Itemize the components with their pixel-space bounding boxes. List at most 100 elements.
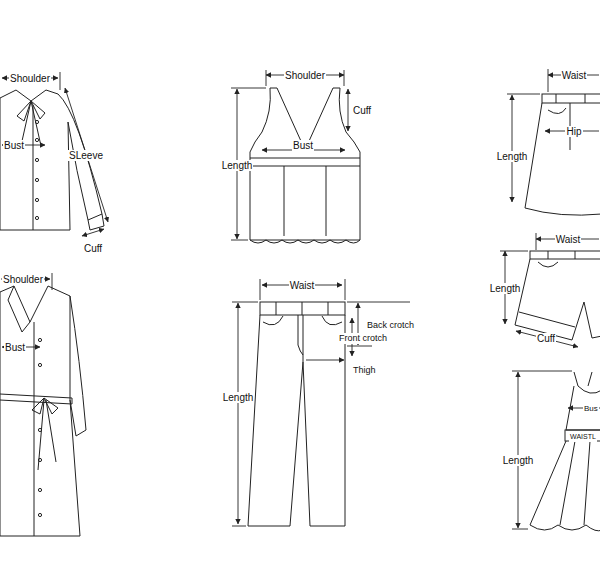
shorts-dimension-lines <box>500 251 528 252</box>
dimension-label: Thigh <box>352 365 377 376</box>
shirt-drawing <box>0 90 104 230</box>
shorts-drawing <box>515 259 600 340</box>
shirt-drawing <box>35 158 38 161</box>
skirt-drawing <box>556 94 557 103</box>
tank-top-drawing <box>250 88 360 240</box>
shirt-dimension-lines <box>82 229 104 236</box>
shorts-drawing <box>538 262 558 267</box>
dress-dimension-lines <box>512 371 572 372</box>
dress-dimension-lines <box>512 371 600 529</box>
skirt-drawing <box>548 108 566 114</box>
coat-drawing <box>70 296 86 436</box>
tank-top-drawing <box>284 166 285 236</box>
pants-dimension-lines <box>260 279 261 300</box>
pants-drawing <box>328 302 329 315</box>
dimension-label: Bust <box>292 140 314 151</box>
dimension-label: Shoulder <box>284 70 326 81</box>
shirt-dimension-lines <box>65 88 108 222</box>
coat-drawing <box>8 286 48 332</box>
dimension-label: Length <box>222 392 255 403</box>
skirt-drawing <box>525 94 600 215</box>
tank-top-drawing <box>250 166 360 167</box>
dimension-label: Waist <box>289 280 316 291</box>
dress-drawing <box>560 441 590 525</box>
dress-drawing <box>530 441 600 531</box>
dimension-label: Length <box>502 455 535 466</box>
pants-drawing <box>276 302 277 315</box>
shorts-dimension-lines <box>536 233 537 250</box>
dimension-label: Waist <box>555 234 582 245</box>
dimension-label: Cuff <box>83 243 103 254</box>
dimension-label: Length <box>489 283 522 294</box>
skirt-dimension-lines <box>507 69 599 202</box>
shorts-drawing <box>530 251 600 259</box>
pants-drawing <box>298 315 303 362</box>
pants-drawing <box>248 315 345 526</box>
pants-drawing <box>302 302 303 315</box>
skirt-dimension-lines <box>507 94 540 95</box>
coat-drawing <box>0 394 72 404</box>
dimension-label: SLeeve <box>68 150 104 161</box>
coat-drawing <box>0 286 86 536</box>
shirt-drawing <box>16 90 58 101</box>
shirt-drawing <box>88 214 104 230</box>
pants-dimension-lines <box>347 346 372 347</box>
pants-dimension-lines <box>232 526 246 527</box>
shorts-drawing <box>548 251 549 259</box>
dimension-label: Bust <box>3 140 25 151</box>
dimension-label: Cuff <box>536 333 556 344</box>
tank-top-dimension-lines <box>231 70 348 240</box>
pants-drawing <box>263 316 342 325</box>
dimension-label: Front crotch <box>338 333 388 344</box>
tank-top-drawing <box>250 88 360 243</box>
shirt-drawing <box>35 178 38 181</box>
skirt-dimension-lines <box>548 69 549 92</box>
dimension-label: Bust <box>4 342 26 353</box>
coat-drawing <box>38 338 41 341</box>
shirt-drawing <box>0 90 70 230</box>
dimension-label: Cuff <box>352 105 372 116</box>
shirt-dimension-lines <box>2 72 108 236</box>
dimension-label: Hip <box>565 126 582 137</box>
pants-dimension-lines <box>347 302 410 303</box>
tank-top-drawing <box>250 240 360 243</box>
pants-dimension-lines <box>345 279 346 300</box>
dimension-label: Back crotch <box>366 320 415 331</box>
dress-drawing <box>565 430 600 441</box>
tank-top-dimension-lines <box>231 240 248 241</box>
coat-drawing <box>32 398 58 470</box>
pants-dimension-lines <box>232 279 410 526</box>
dimension-label: Shoulder <box>2 274 44 285</box>
tank-top-dimension-lines <box>344 70 345 86</box>
coat-drawing <box>0 286 80 536</box>
dimension-label: Waist <box>561 70 588 81</box>
dress-drawing <box>574 372 592 386</box>
tank-top-drawing <box>250 158 360 159</box>
pants-drawing <box>248 302 345 526</box>
shorts-drawing <box>519 312 575 327</box>
pants-dimension-lines <box>306 360 344 361</box>
pants-dimension-lines <box>238 303 239 524</box>
shirt-drawing <box>35 120 38 123</box>
coat-drawing <box>38 458 41 461</box>
shirt-drawing <box>33 105 34 230</box>
dimension-label: Length <box>221 160 254 171</box>
coat-drawing <box>38 488 41 491</box>
coat-dimension-lines <box>52 273 53 290</box>
dimension-label: Bus <box>583 403 599 414</box>
shorts-drawing <box>575 251 576 259</box>
shirt-drawing <box>35 138 38 141</box>
tank-top-dimension-lines <box>266 70 267 86</box>
shirt-drawing <box>35 216 38 219</box>
skirt-drawing <box>585 94 586 103</box>
dress-dimension-lines <box>518 372 519 528</box>
skirt-drawing <box>525 103 600 215</box>
coat-dimension-lines <box>1 273 52 347</box>
coat-drawing <box>34 322 35 536</box>
tank-top-drawing <box>326 166 327 236</box>
shirt-dimension-lines <box>60 72 61 90</box>
coat-drawing <box>38 363 41 366</box>
shirt-drawing <box>35 198 38 201</box>
dress-drawing <box>566 386 600 430</box>
